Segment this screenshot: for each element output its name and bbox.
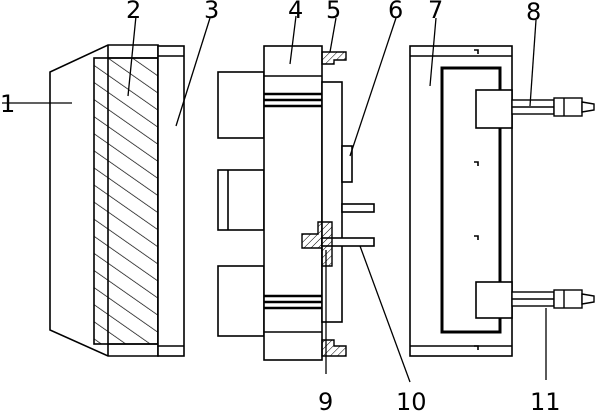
leader-3 [175, 17, 211, 127]
label-8: 8 [526, 0, 541, 26]
label-5: 5 [326, 0, 341, 24]
part-7-housing [409, 45, 513, 357]
leader-8 [529, 19, 537, 107]
part-5-clip [321, 51, 347, 357]
label-9: 9 [318, 388, 333, 416]
part-2-insert [93, 57, 159, 345]
leader-4 [289, 15, 297, 65]
label-11: 11 [530, 388, 561, 416]
leader-lines [2, 15, 547, 383]
part-6-tab [341, 145, 353, 183]
labels: 1 2 3 4 5 6 7 8 9 10 11 [0, 0, 561, 416]
label-7: 7 [428, 0, 443, 24]
label-2: 2 [126, 0, 141, 24]
leader-6 [349, 17, 397, 157]
label-6: 6 [388, 0, 403, 24]
leader-2 [127, 15, 137, 97]
label-1: 1 [0, 90, 15, 118]
label-3: 3 [204, 0, 219, 24]
leader-10 [359, 245, 411, 383]
part-4-grooves [264, 92, 322, 310]
part-11-terminal [511, 289, 595, 309]
part-8-terminal [511, 97, 595, 117]
label-10: 10 [396, 388, 427, 416]
part-3-plate [157, 45, 185, 357]
label-4: 4 [288, 0, 303, 24]
part-9-fastener [301, 221, 333, 267]
leader-7 [429, 17, 437, 87]
leader-5 [329, 17, 337, 53]
